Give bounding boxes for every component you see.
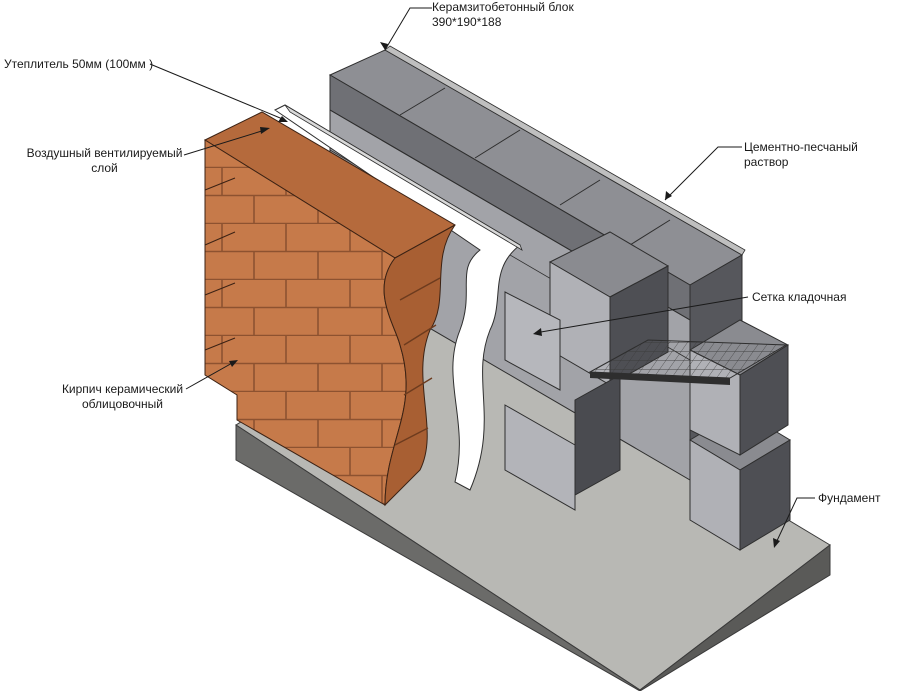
leader-mortar	[664, 146, 742, 201]
leader-mesh-arrow	[533, 328, 542, 336]
label-air-gap-line2: слой	[91, 161, 118, 175]
label-mortar: Цементно-песчаный раствор	[744, 140, 858, 170]
label-insulation: Утеплитель 50мм (100мм )	[4, 57, 153, 72]
leader-airgap-arrow	[260, 127, 270, 134]
label-block: Керамзитобетонный блок 390*190*188	[432, 0, 574, 30]
leader-brick	[185, 361, 235, 390]
label-block-line1: Керамзитобетонный блок	[432, 0, 574, 14]
label-mortar-line2: раствор	[744, 155, 789, 169]
leader-brick-arrow	[229, 360, 238, 367]
leader-mortar-arrow	[665, 191, 672, 200]
label-foundation-text: Фундамент	[818, 491, 881, 505]
label-brick-line2: облицовочный	[82, 397, 163, 411]
leader-block-arrow	[380, 42, 388, 50]
label-mortar-line1: Цементно-песчаный	[744, 140, 858, 154]
leader-mesh	[534, 296, 749, 334]
masonry-mesh	[588, 339, 788, 385]
label-air-gap: Воздушный вентилируемый слой	[22, 146, 187, 176]
leader-insulation-arrow	[278, 116, 288, 122]
leader-airgap	[183, 129, 266, 156]
protruding-blocks	[504, 231, 791, 551]
label-air-gap-line1: Воздушный вентилируемый	[26, 146, 183, 160]
leader-insulation	[149, 63, 286, 121]
leader-lines	[149, 7, 815, 548]
leader-block	[384, 7, 432, 51]
label-mesh: Сетка кладочная	[752, 290, 846, 305]
insulation-board	[274, 104, 523, 491]
label-brick-line1: Кирпич керамический	[61, 382, 184, 396]
label-block-line2: 390*190*188	[432, 15, 502, 29]
label-insulation-text: Утеплитель 50мм (100мм )	[4, 57, 154, 71]
label-mesh-text: Сетка кладочная	[752, 290, 847, 304]
leader-foundation-arrow	[773, 538, 780, 548]
brick-cladding	[203, 111, 457, 507]
label-brick: Кирпич керамический облицовочный	[50, 382, 195, 412]
label-foundation: Фундамент	[818, 491, 880, 506]
leader-foundation	[774, 497, 815, 546]
